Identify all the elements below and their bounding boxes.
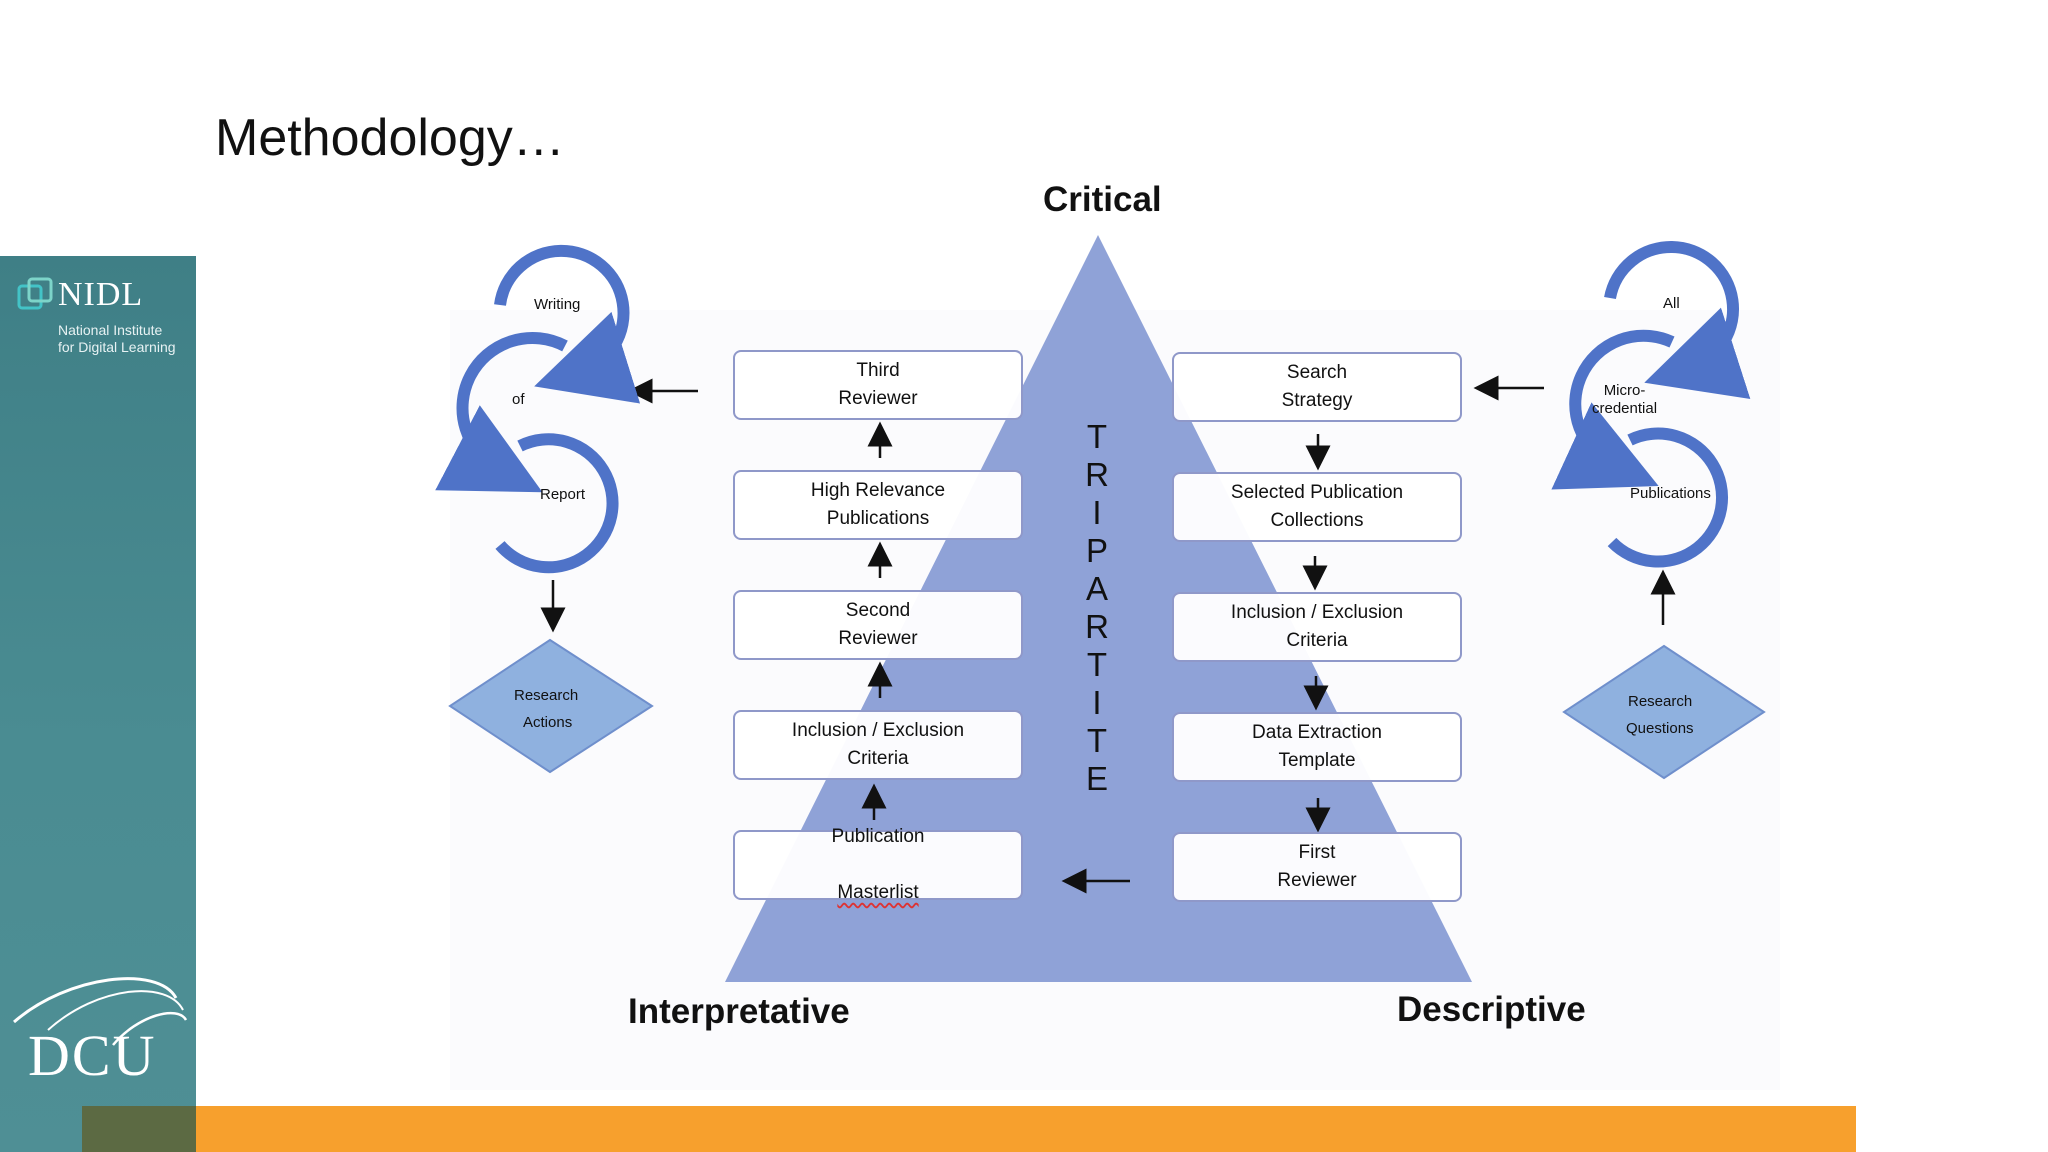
footer-bar-dark [82,1106,196,1152]
tripartite-letter: R [1085,456,1109,493]
cycle-label-publications: Publications [1630,485,1711,502]
nidl-subtitle: National Institute for Digital Learning [58,322,176,356]
tripartite-letter: T [1086,722,1108,759]
tripartite-letter: I [1092,684,1102,721]
dcu-swoosh-icon [13,977,188,1046]
nidl-subtitle-line2: for Digital Learning [58,339,176,355]
data-extraction-template-box: Data Extraction Template [1172,712,1462,782]
descriptive-label: Descriptive [1397,990,1586,1029]
research-questions-diamond [1562,644,1766,780]
tripartite-letter: A [1085,570,1108,607]
footer-bar [196,1106,1856,1152]
tripartite-letter: R [1085,608,1109,645]
nidl-name: NIDL [58,276,144,313]
tripartite-letter: T [1086,418,1108,455]
dcu-logo-text: DCU [28,1023,157,1088]
publication-masterlist-box: Publication Masterlist [733,826,1023,903]
sidebar-panel [0,256,196,1152]
left-report-cycle [435,244,641,574]
diamond-label-research: Research [514,687,579,704]
nidl-subtitle-line1: National Institute [58,322,163,338]
right-publications-cycle [1551,240,1751,568]
cycle-label-report: Report [540,486,586,503]
publication-masterlist-line2: Masterlist [837,882,919,903]
cycle-label-micro-credential: Micro- credential [1592,382,1658,417]
publication-masterlist-line1: Publication [831,826,925,847]
tripartite-letters: T R I P A R T I T E [1082,418,1112,798]
tripartite-letter: I [1092,494,1102,531]
cycle-label-of: of [512,391,525,408]
research-actions-diamond [448,638,654,774]
high-relevance-publications-box: High Relevance Publications [733,470,1023,540]
tripartite-triangle [725,235,1472,982]
first-reviewer-box: First Reviewer [1172,832,1462,902]
second-reviewer-box: Second Reviewer [733,590,1023,660]
inclusion-exclusion-criteria-right-box: Inclusion / Exclusion Criteria [1172,592,1462,662]
tripartite-letter: T [1086,646,1108,683]
inclusion-exclusion-criteria-left-box: Inclusion / Exclusion Criteria [733,710,1023,780]
page-title: Methodology… [215,109,565,167]
diamond-label-research-right: Research [1628,693,1693,710]
tripartite-letter: P [1085,532,1108,569]
nidl-logo-icon [17,277,53,310]
cycle-label-all: All [1663,295,1680,312]
selected-publication-collections-box: Selected Publication Collections [1172,472,1462,542]
third-reviewer-box: Third Reviewer [733,350,1023,420]
tripartite-letter: E [1085,760,1108,797]
search-strategy-box: Search Strategy [1172,352,1462,422]
diamond-label-questions: Questions [1626,720,1694,737]
cycle-label-writing: Writing [534,296,581,313]
diamond-label-actions: Actions [523,714,573,731]
critical-label: Critical [1043,180,1162,219]
interpretative-label: Interpretative [628,992,850,1031]
